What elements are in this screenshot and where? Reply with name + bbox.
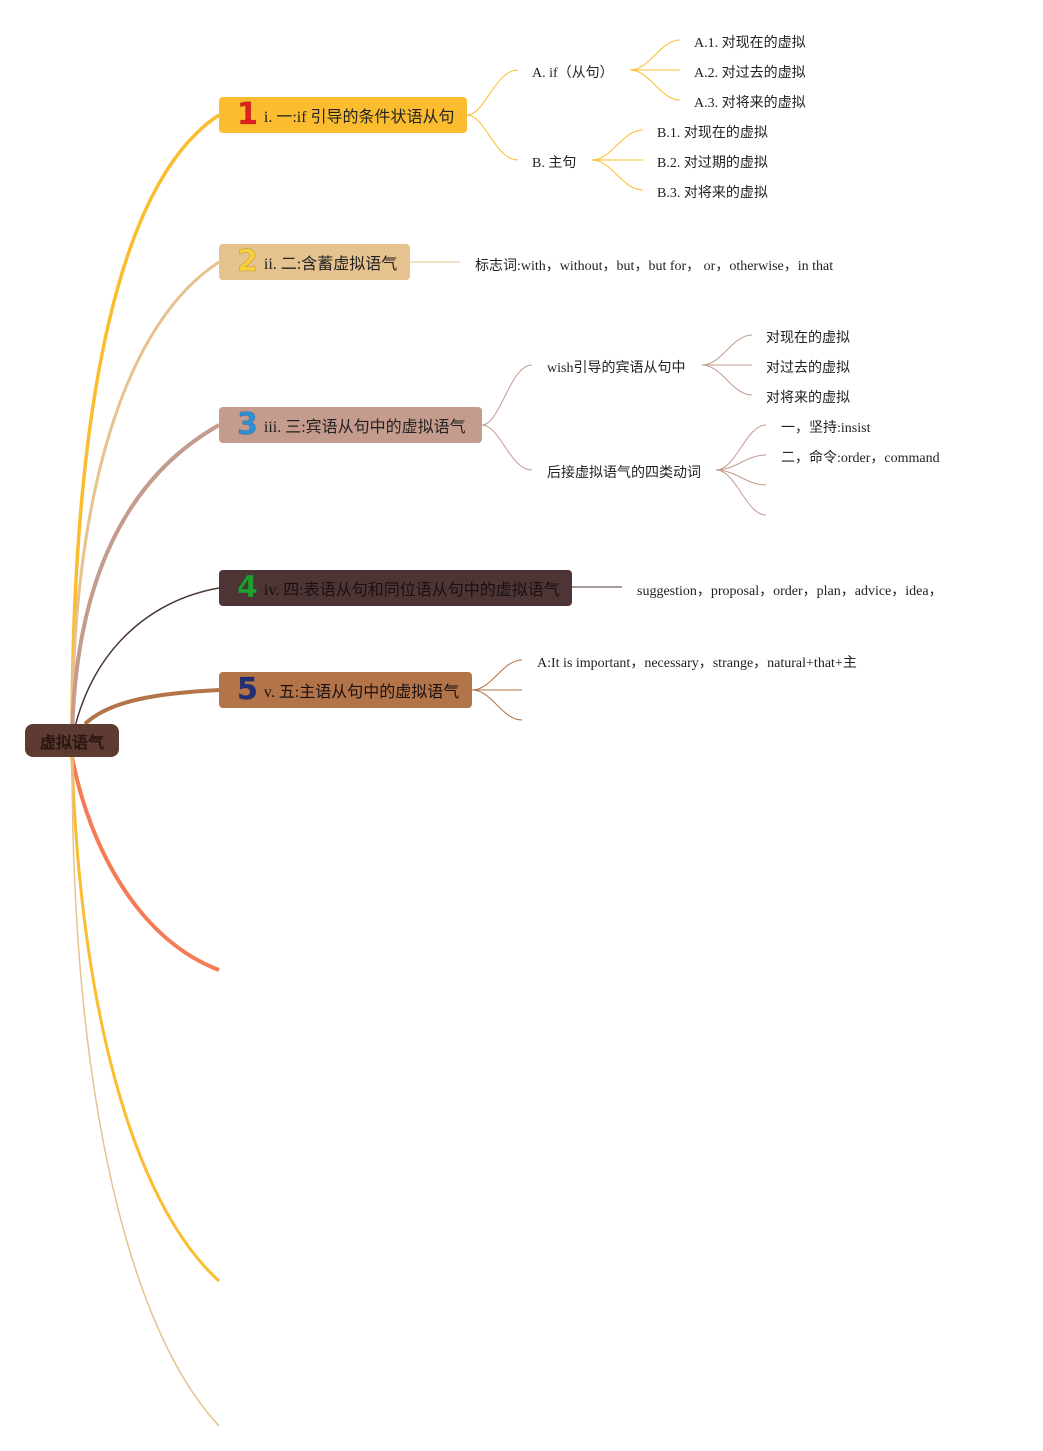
topic-b1-b[interactable]: B. 主句 [532,156,577,171]
topic-b3-a-2[interactable]: 对过去的虚拟 [766,361,850,376]
topic-b3-a[interactable]: wish引导的宾语从句中 [547,361,686,376]
branch-number-2: 2 [237,244,258,279]
link-b5-1 [471,659,523,691]
link-b3-b-4 [715,469,767,516]
link-b3-b-1 [715,424,767,471]
topic-b3-a-3[interactable]: 对将来的虚拟 [766,391,850,406]
link-root-branch5 [83,688,220,726]
topic-b1-b-2[interactable]: B.2. 对过期的虚拟 [657,156,768,171]
branch-node-5[interactable]: 5 v. 五:主语从句中的虚拟语气 [219,672,472,708]
link-b1-b [466,114,519,161]
link-b1-a-1 [629,39,681,71]
branch-label-1: i. 一:if 引导的条件状语从句 [263,109,455,126]
branch-label-2: ii. 二:含蓄虚拟语气 [263,256,398,273]
branch-label-3: iii. 三:宾语从句中的虚拟语气 [263,419,466,436]
topic-b4-1[interactable]: suggestion，proposal，order，plan，advice，id… [637,584,943,599]
branch-number-1: 1 [237,97,258,132]
branch-number-4: 4 [237,570,258,605]
topic-b3-b-1[interactable]: 一，坚持:insist [781,421,871,436]
topic-b1-a[interactable]: A. if（从句） [532,66,614,81]
branch-number-3: 3 [237,407,258,442]
branch-node-1[interactable]: 1 i. 一:if 引导的条件状语从句 [219,97,467,133]
topic-b1-b-1[interactable]: B.1. 对现在的虚拟 [657,126,768,141]
link-root-branch3 [70,423,220,741]
topic-b3-a-1[interactable]: 对现在的虚拟 [766,331,850,346]
branch-node-2[interactable]: 2 ii. 二:含蓄虚拟语气 [219,244,410,280]
root-label: 虚拟语气 [39,732,104,752]
link-b1-a [466,69,519,116]
link-b5-3 [471,689,523,721]
link-b1-a-3 [629,69,681,101]
topic-b1-a-2[interactable]: A.2. 对过去的虚拟 [694,66,806,81]
topic-b3-b[interactable]: 后接虚拟语气的四类动词 [547,466,701,481]
topic-b2-1[interactable]: 标志词:with，without，but，but for， or，otherwi… [475,259,834,274]
branch-node-3[interactable]: 3 iii. 三:宾语从句中的虚拟语气 [219,407,482,443]
link-root-branch2 [70,260,220,741]
link-root-empty-2 [70,756,221,1283]
link-b3-a-1 [701,334,753,366]
link-b3-a [481,364,533,426]
branch-node-4[interactable]: 4 iv. 四:表语从句和同位语从句中的虚拟语气 [219,570,572,606]
branch-number-5: 5 [237,672,258,707]
link-root-branch1 [70,113,220,741]
link-b3-a-3 [701,364,753,396]
link-b1-b-1 [591,129,644,161]
branch-label-5: v. 五:主语从句中的虚拟语气 [263,684,460,701]
link-b1-b-3 [591,159,644,191]
link-root-branch4 [71,587,220,741]
link-root-empty-1 [70,756,220,972]
topic-b1-a-1[interactable]: A.1. 对现在的虚拟 [694,36,806,51]
topic-b1-b-3[interactable]: B.3. 对将来的虚拟 [657,186,768,201]
topic-b1-a-3[interactable]: A.3. 对将来的虚拟 [694,96,806,111]
link-b3-b [481,424,533,471]
topic-b3-b-2[interactable]: 二，命令:order，command [781,451,940,466]
link-b3-b-2 [715,454,767,471]
branch-label-4: iv. 四:表语从句和同位语从句中的虚拟语气 [263,582,560,599]
link-root-empty-3 [71,756,220,1427]
topic-b5-1[interactable]: A:It is important，necessary，strange，natu… [537,656,857,671]
root-node[interactable]: 虚拟语气 [25,724,119,757]
